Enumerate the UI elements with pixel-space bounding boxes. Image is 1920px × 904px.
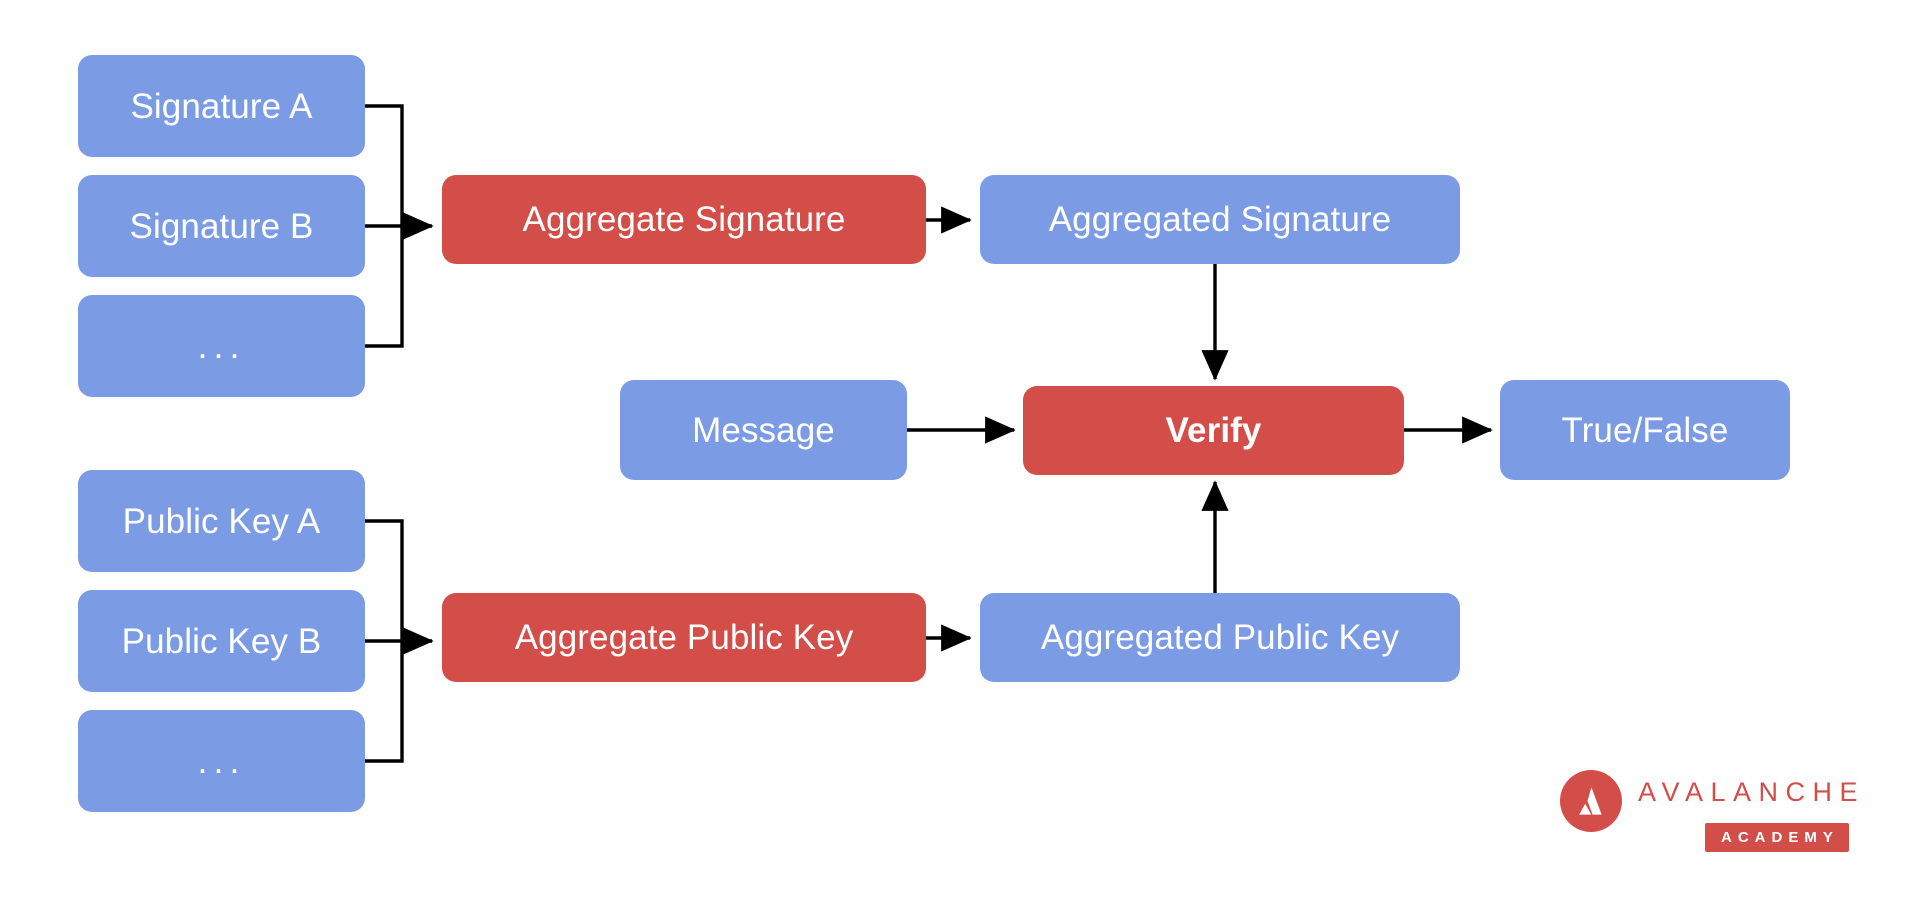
node-label: Aggregated Public Key	[1040, 618, 1400, 657]
node-public-key-a[interactable]: Public Key A	[78, 470, 365, 572]
node-label: Signature B	[129, 206, 314, 246]
node-aggregate-signature[interactable]: Aggregate Signature	[442, 175, 926, 264]
node-label: Public Key B	[121, 621, 322, 661]
node-signature-b[interactable]: Signature B	[78, 175, 365, 277]
node-true-false[interactable]: True/False	[1500, 380, 1790, 480]
node-public-key-b[interactable]: Public Key B	[78, 590, 365, 692]
node-aggregate-public-key[interactable]: Aggregate Public Key	[442, 593, 926, 682]
node-label: Aggregate Signature	[522, 200, 846, 239]
node-label: ...	[197, 325, 246, 366]
node-label: Signature A	[130, 86, 313, 126]
node-label: Message	[692, 410, 835, 450]
avalanche-logo-mark	[1560, 770, 1622, 832]
node-public-key-more[interactable]: ...	[78, 710, 365, 812]
node-signature-a[interactable]: Signature A	[78, 55, 365, 157]
node-aggregated-signature[interactable]: Aggregated Signature	[980, 175, 1460, 264]
node-verify[interactable]: Verify	[1023, 386, 1404, 475]
node-label: Verify	[1165, 411, 1262, 450]
avalanche-academy-logo: AVALANCHE ACADEMY	[1560, 770, 1870, 855]
node-label: Public Key A	[122, 501, 321, 541]
node-label: True/False	[1561, 410, 1729, 450]
node-label: Aggregate Public Key	[514, 618, 854, 657]
node-signature-more[interactable]: ...	[78, 295, 365, 397]
node-label: Aggregated Signature	[1048, 200, 1392, 239]
signature-bus-connector	[365, 104, 434, 348]
avalanche-a-glyph	[1579, 787, 1602, 815]
logo-sub-wordmark: ACADEMY	[1705, 823, 1849, 852]
logo-wordmark: AVALANCHE	[1638, 777, 1866, 807]
public-key-bus-connector	[365, 519, 434, 763]
node-aggregated-public-key[interactable]: Aggregated Public Key	[980, 593, 1460, 682]
node-message[interactable]: Message	[620, 380, 907, 480]
node-label: ...	[197, 740, 246, 781]
